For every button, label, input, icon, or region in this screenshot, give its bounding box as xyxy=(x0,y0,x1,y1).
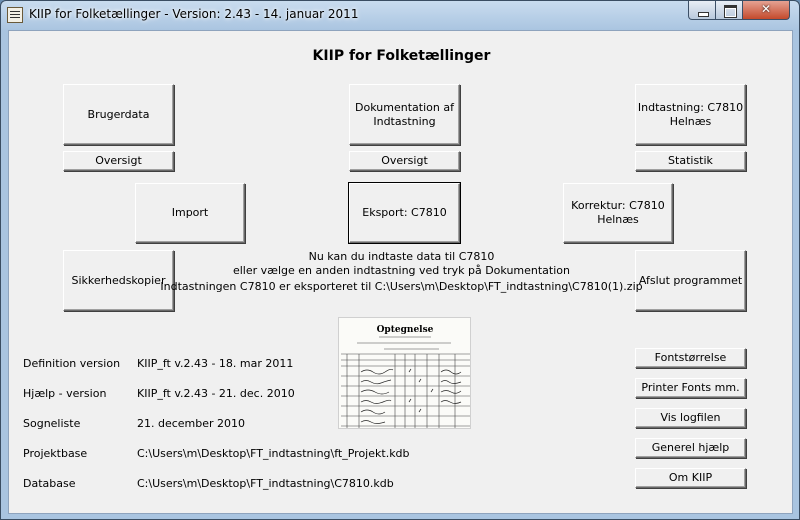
status-line-2: eller vælge en anden indtastning ved try… xyxy=(232,264,570,277)
dokumentation-oversigt-button[interactable]: Oversigt xyxy=(349,151,460,171)
page-title: KIIP for Folketællinger xyxy=(312,48,491,64)
info-label-hjaelp: Hjælp - version xyxy=(23,387,107,400)
minimize-button[interactable] xyxy=(688,1,716,20)
main-panel: KIIP for Folketællinger Brugerdata Dokum… xyxy=(8,30,793,514)
title-bar[interactable]: KIIP for Folketællinger - Version: 2.43 … xyxy=(1,1,799,29)
window-title: KIIP for Folketællinger - Version: 2.43 … xyxy=(29,7,359,21)
import-button[interactable]: Import xyxy=(135,183,245,243)
info-value-projektbase: C:\Users\m\Desktop\FT_indtastning\ft_Pro… xyxy=(137,447,410,460)
fontstorrelse-button[interactable]: Fontstørrelse xyxy=(635,348,746,368)
brugerdata-button[interactable]: Brugerdata xyxy=(63,84,174,145)
generel-hjaelp-button[interactable]: Generel hjælp xyxy=(635,438,746,458)
info-label-definition: Definition version xyxy=(23,357,121,370)
status-line-1: Nu kan du indtaste data til C7810 xyxy=(308,250,495,263)
om-kiip-button[interactable]: Om KIIP xyxy=(635,468,746,488)
census-heading: Optegnelse xyxy=(377,325,434,335)
info-value-hjaelp: KIIP_ft v.2.43 - 21. dec. 2010 xyxy=(137,387,295,400)
info-value-database: C:\Users\m\Desktop\FT_indtastning\C7810.… xyxy=(137,477,394,490)
indtastning-button[interactable]: Indtastning: C7810 Helnæs xyxy=(635,84,746,145)
sikkerhedskopier-button[interactable]: Sikkerhedskopier xyxy=(63,250,174,311)
census-document-drawing: Optegnelse xyxy=(341,325,470,428)
info-value-sogneliste: 21. december 2010 xyxy=(137,417,246,430)
korrektur-button[interactable]: Korrektur: C7810 Helnæs xyxy=(563,183,673,243)
brugerdata-oversigt-button[interactable]: Oversigt xyxy=(63,151,174,171)
printer-fonts-button[interactable]: Printer Fonts mm. xyxy=(635,378,746,398)
status-line-3: Indtastningen C7810 er eksporteret til C… xyxy=(160,280,643,293)
afslut-button[interactable]: Afslut programmet xyxy=(635,250,746,311)
vis-logfilen-button[interactable]: Vis logfilen xyxy=(635,408,746,428)
eksport-button[interactable]: Eksport: C7810 xyxy=(348,182,461,244)
info-label-database: Database xyxy=(23,477,76,490)
info-label-projektbase: Projektbase xyxy=(23,447,88,460)
app-icon[interactable] xyxy=(7,7,23,23)
info-value-definition: KIIP_ft v.2.43 - 18. mar 2011 xyxy=(137,357,294,370)
info-label-sogneliste: Sogneliste xyxy=(23,417,81,430)
census-document-image: Optegnelse xyxy=(338,317,471,429)
statistik-button[interactable]: Statistik xyxy=(635,151,746,171)
dokumentation-button[interactable]: Dokumentation af Indtastning xyxy=(349,84,460,145)
close-button[interactable] xyxy=(742,1,790,20)
maximize-button[interactable] xyxy=(715,1,743,20)
